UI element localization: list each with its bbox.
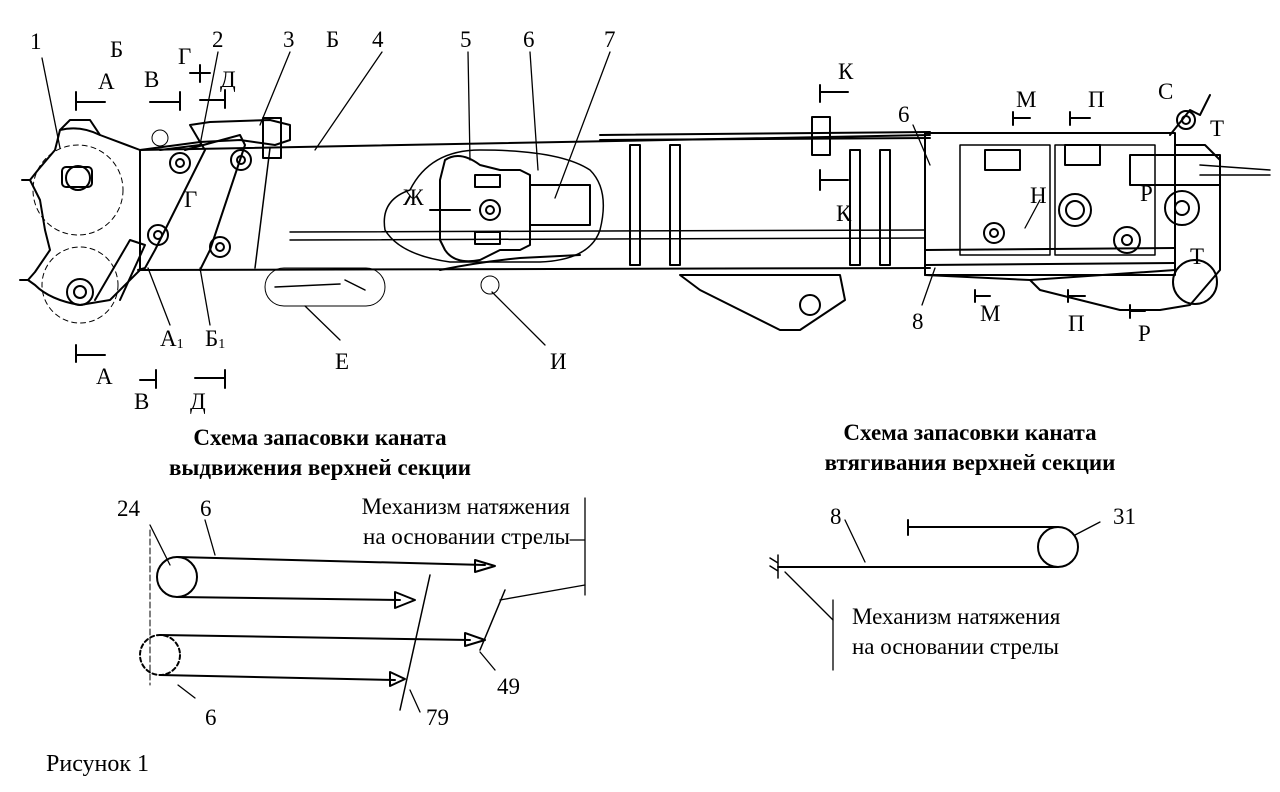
callout-8-scheme: 8 xyxy=(830,504,842,529)
section-d-top: Д xyxy=(220,67,236,92)
callout-2: 2 xyxy=(212,27,224,52)
section-a-top: А xyxy=(98,69,115,94)
left-mechanism-label: Механизм натяжения на основании стрелы xyxy=(361,494,570,549)
callout-6: 6 xyxy=(523,27,535,52)
leader-lines xyxy=(41,51,1041,346)
callout-24: 24 xyxy=(117,496,140,521)
callout-49: 49 xyxy=(497,674,520,699)
section-k-bottom: К xyxy=(836,201,852,226)
section-d-bottom: Д xyxy=(190,389,206,414)
section-v-bottom: В xyxy=(134,389,150,414)
callout-31: 31 xyxy=(1113,504,1136,529)
figure-caption: Рисунок 1 xyxy=(46,751,150,777)
callout-6-right: 6 xyxy=(898,102,910,127)
boom-head xyxy=(19,119,146,324)
section-m-bottom: М xyxy=(980,301,1001,326)
callout-6-scheme-bottom: 6 xyxy=(205,705,217,730)
pulley-assembly xyxy=(383,149,605,295)
section-p-bottom: П xyxy=(1068,311,1085,336)
section-k-top: К xyxy=(838,59,854,84)
section-t-top: Т xyxy=(1210,116,1225,141)
callout-8: 8 xyxy=(912,309,924,334)
section-b-top-right: Б xyxy=(326,27,340,52)
section-n: Н xyxy=(1030,183,1047,208)
callout-7: 7 xyxy=(604,27,616,52)
right-mechanism-label: Механизм натяжения на основании стрелы xyxy=(852,604,1061,659)
section-r-mid: Р xyxy=(1140,181,1153,206)
right-scheme-title: Схема запасовки каната втягивания верхне… xyxy=(824,420,1116,475)
callout-1: 1 xyxy=(30,29,42,54)
boom-section xyxy=(139,131,931,331)
section-e: Е xyxy=(335,349,350,374)
connection-plates xyxy=(137,117,291,271)
callout-6-scheme-top: 6 xyxy=(200,496,212,521)
section-markers xyxy=(75,64,1146,389)
section-zh: Ж xyxy=(403,185,424,210)
section-g-top: Г xyxy=(178,44,192,69)
rope-scheme-retraction xyxy=(769,519,1101,671)
section-m-top: М xyxy=(1016,87,1037,112)
callout-3: 3 xyxy=(283,27,295,52)
section-b1: Б1 xyxy=(205,326,226,352)
section-t-bottom: Т xyxy=(1190,244,1205,269)
section-v-top: В xyxy=(144,67,160,92)
callout-5: 5 xyxy=(460,27,472,52)
section-g-mid: Г xyxy=(184,187,198,212)
section-p-top: П xyxy=(1088,87,1105,112)
section-i: И xyxy=(550,349,567,374)
callout-79: 79 xyxy=(426,705,449,730)
boom-tip xyxy=(924,94,1271,311)
section-r-bottom: Р xyxy=(1138,321,1151,346)
callout-4: 4 xyxy=(372,27,384,52)
section-b-top-left: Б xyxy=(110,37,124,62)
rope-scheme-extension xyxy=(139,497,586,713)
left-scheme-title: Схема запасовки каната выдвижения верхне… xyxy=(168,425,472,480)
section-a1: А1 xyxy=(160,326,184,352)
section-a-bottom: А xyxy=(96,364,113,389)
section-s: С xyxy=(1158,79,1174,104)
